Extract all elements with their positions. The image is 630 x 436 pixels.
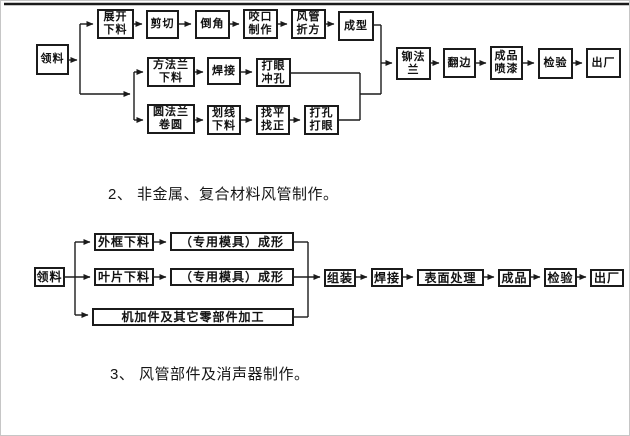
flow2-box-jianyan: 检验 [544,268,577,287]
flow2-box-biaomian-chuli: 表面处理 [417,269,484,286]
section-2-heading: 2、 非金属、复合材料风管制作。 [108,186,339,203]
flow2-box-chengpin: 成品 [498,269,531,287]
flow1-box-dakong-dayan: 打孔 打眼 [304,105,339,135]
flow1-box-zhaoping-zhaozheng: 找平 找正 [256,105,290,135]
flow1-box-yuanfalan-juanyuan: 圆法兰 卷圆 [147,104,195,134]
flow1-box-jianqie: 剪切 [146,10,179,39]
flow2-box-yepian-xialiao: 叶片下料 [94,268,154,286]
flow2-box-hanjie: 焊接 [371,268,403,287]
flow1-box-yaokou-zhizuo: 咬口 制作 [243,9,278,39]
flow2-wires [65,239,587,318]
flow1-box-huaxian-xialiao: 划线 下料 [207,105,241,135]
flow2-box-zhuanyong-muju-2: （专用模具）成形 [170,268,294,286]
flow1-box-fengguan-zhefang: 风管 折方 [291,9,326,39]
flow2-box-jijiajian: 机加件及其它零部件加工 [92,308,294,326]
flow2-box-zuzhuang: 组装 [324,269,356,287]
flow1-box-daojiao: 倒角 [195,10,230,39]
flow1-box-jianyan: 检验 [538,48,573,79]
flow2-box-lingliao: 领料 [34,267,65,287]
flow2-box-chuchang: 出厂 [590,269,624,287]
flow1-box-zhankai-xialiao: 展开 下料 [97,9,134,39]
flow1-box-fanbian: 翻边 [443,48,476,78]
flow1-box-hanjie: 焊接 [207,57,241,85]
flow1-box-chengpin-penqi: 成品 喷漆 [490,46,523,80]
flow1-box-chengxing: 成型 [338,11,374,41]
flow1-box-chuchang: 出厂 [586,48,621,78]
flow1-wires [69,21,583,123]
flow1-box-dayan-chongkong: 打眼 冲孔 [256,58,291,87]
flow2-box-zhuanyong-muju-1: （专用模具）成形 [170,232,294,251]
section-3-heading: 3、 风管部件及消声器制作。 [110,366,310,383]
flow1-box-lingliao: 领料 [36,44,69,75]
flow1-box-fangfalan-xialiao: 方法兰 下料 [147,57,195,87]
flow1-box-maofalan: 铆法 兰 [396,47,431,80]
flow2-box-waikuang-xialiao: 外框下料 [94,233,154,251]
